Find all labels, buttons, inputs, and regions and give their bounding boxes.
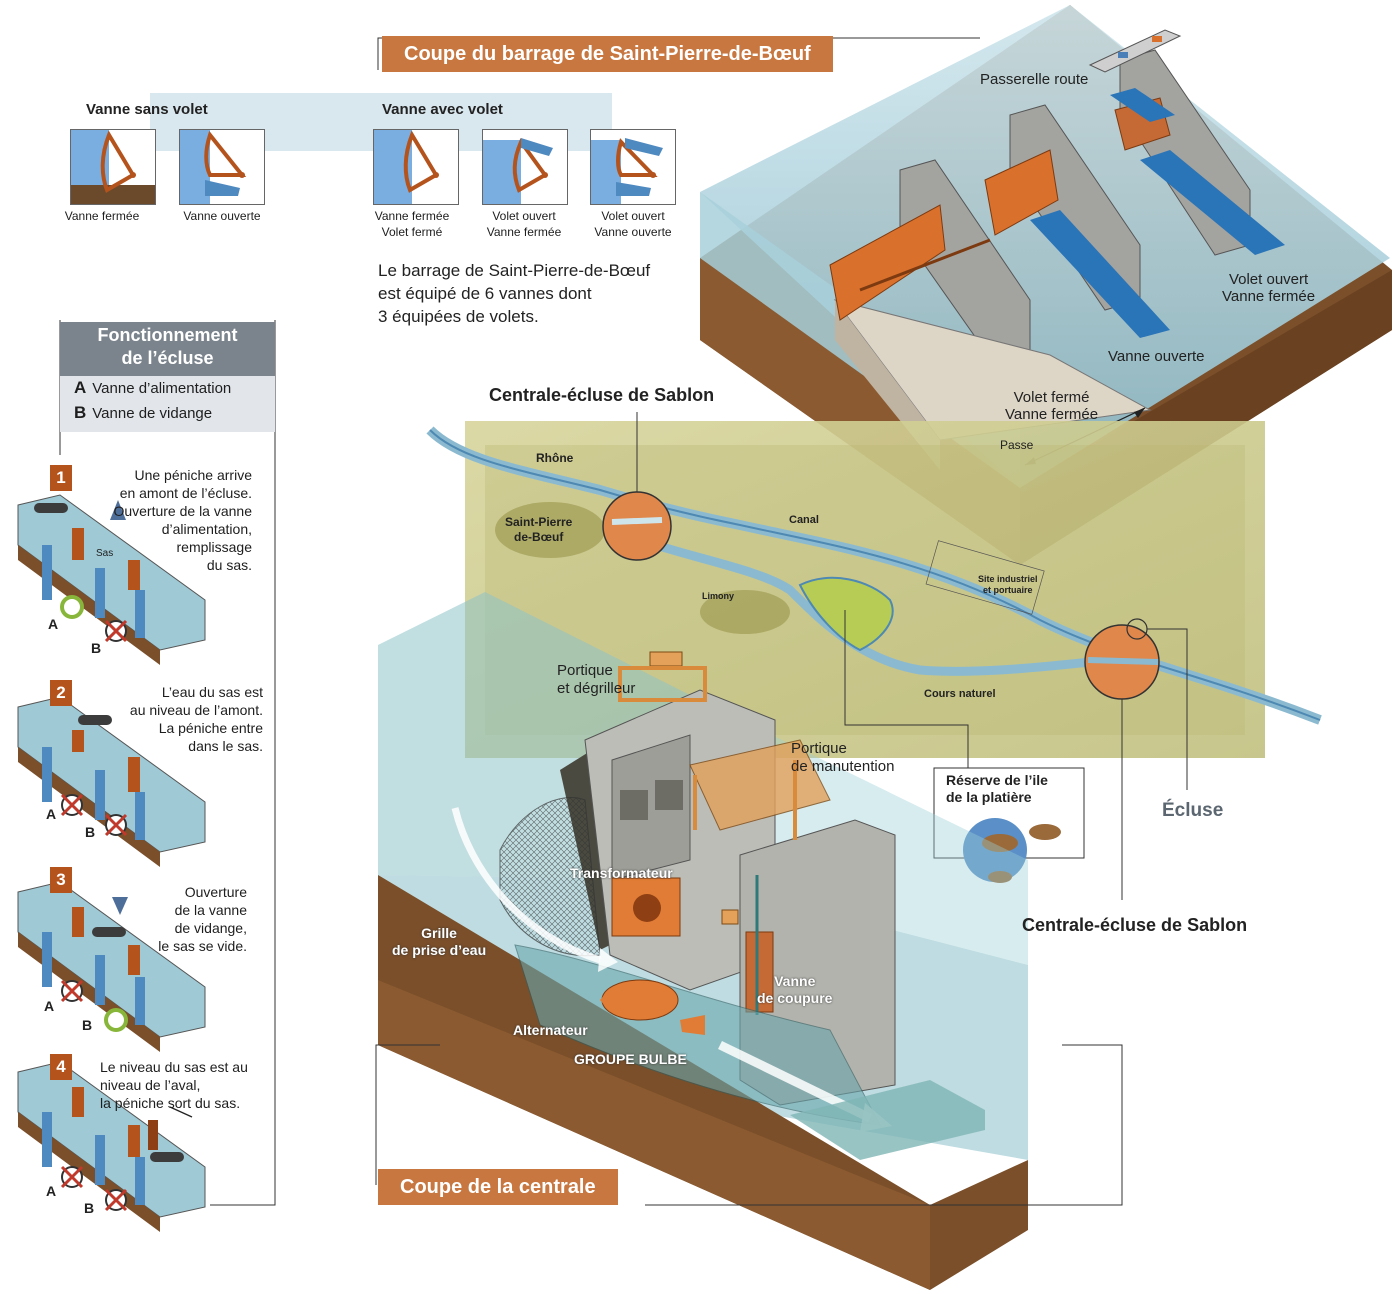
- valve-a-marker-3: A: [44, 998, 55, 1014]
- natural-course-label: Cours naturel: [924, 688, 996, 700]
- valve-a-marker-4: A: [46, 1183, 57, 1199]
- gate-flap-closed-icon: [374, 130, 439, 204]
- legend-text-b: Vanne de vidange: [92, 405, 213, 422]
- rhone-label: Rhône: [536, 451, 574, 465]
- lock-label: Écluse: [1162, 800, 1224, 821]
- step-text-1: Une péniche arrive en amont de l’écluse.…: [113, 467, 252, 573]
- open-gate-label: Vanne ouverte: [1108, 348, 1205, 365]
- valve-markers: [60, 595, 128, 1212]
- valve-a-marker-2: A: [46, 806, 57, 822]
- gate-caption-3: Vanne fermée Volet fermé: [374, 209, 450, 239]
- legend-key-a: A: [74, 378, 87, 397]
- intake-grid-label: Grille de prise d’eau: [392, 925, 487, 958]
- lock-legend: A Vanne d’alimentation B Vanne de vidange: [60, 376, 275, 432]
- gate-diagram-closed: [70, 129, 156, 205]
- step-text-3: Ouverture de la vanne de vidange, le sas…: [158, 884, 247, 954]
- legend-key-b: B: [74, 403, 87, 422]
- step-number-4: 4: [50, 1054, 72, 1080]
- gate-flap-gate-open-icon: [591, 138, 663, 204]
- gate-diagram-closed-flap-closed: [373, 129, 459, 205]
- valve-b-marker-3: B: [82, 1017, 93, 1033]
- limony-label: Limony: [702, 591, 735, 601]
- road-bridge-label: Passerelle route: [980, 71, 1089, 88]
- legend-text-a: Vanne d’alimentation: [92, 380, 232, 397]
- gantry-cleaner-label: Portique et dégrilleur: [557, 662, 636, 697]
- valve-b-marker-2: B: [85, 824, 96, 840]
- legend-row-a: A Vanne d’alimentation: [60, 376, 275, 401]
- step-text-4: Le niveau du sas est au niveau de l’aval…: [100, 1059, 248, 1111]
- gate-header-without-flap: Vanne sans volet: [86, 101, 208, 118]
- gate-caption-1: Vanne fermée: [64, 209, 140, 223]
- gate-flap-open-icon: [483, 138, 553, 204]
- dam-title: Coupe du barrage de Saint-Pierre-de-Bœuf: [382, 36, 833, 72]
- valve-a-marker-1: A: [48, 616, 59, 632]
- reserve-label: Réserve de l’ile de la platière: [946, 772, 1048, 805]
- plant-title: Coupe de la centrale: [378, 1169, 618, 1205]
- step-number-2: 2: [50, 680, 72, 706]
- gate-diagram-flap-open-gate-open: [590, 129, 676, 205]
- closed-flap-label: Volet fermé Vanne fermée: [1005, 389, 1099, 423]
- gate-caption-4: Volet ouvert Vanne fermée: [486, 209, 562, 239]
- map-title-bottom: Centrale-écluse de Sablon: [1022, 915, 1248, 935]
- legend-row-b: B Vanne de vidange: [60, 401, 275, 426]
- open-flap-label: Volet ouvert Vanne fermée: [1222, 271, 1316, 305]
- gate-diagram-open: [179, 129, 265, 205]
- bulb-group-label: GROUPE BULBE: [574, 1051, 687, 1067]
- valve-b-marker-1: B: [91, 640, 102, 656]
- step-number-3: 3: [50, 867, 72, 893]
- industrial-site-label: Site industriel et portuaire: [978, 574, 1038, 595]
- town-label: Saint-Pierre de-Bœuf: [505, 515, 573, 544]
- canal-label: Canal: [789, 514, 819, 526]
- gantry-handling-label: Portique de manutention: [791, 740, 895, 775]
- step-text-2: L’eau du sas est au niveau de l’amont. L…: [129, 684, 263, 754]
- pass-label: Passe: [1000, 438, 1034, 452]
- gate-caption-5: Volet ouvert Vanne ouverte: [594, 209, 672, 239]
- valve-b-marker-4: B: [84, 1200, 95, 1216]
- sas-label: Sas: [96, 548, 114, 559]
- lock-panel-title: Fonctionnement de l’écluse: [60, 322, 275, 378]
- gate-closed-icon: [71, 130, 155, 204]
- gate-diagram-flap-open-gate-closed: [482, 129, 568, 205]
- cutoff-gate-label: Vanne de coupure: [757, 973, 833, 1006]
- step-number-1: 1: [50, 465, 72, 491]
- gate-caption-2: Vanne ouverte: [183, 209, 261, 223]
- gate-header-with-flap: Vanne avec volet: [382, 101, 503, 118]
- plant-block: [375, 592, 1123, 1290]
- map-title-top: Centrale-écluse de Sablon: [489, 385, 715, 405]
- dam-description: Le barrage de Saint-Pierre-de-Bœuf est é…: [378, 261, 651, 326]
- gate-open-icon: [180, 130, 247, 204]
- alternator-label: Alternateur: [513, 1022, 588, 1038]
- transformer-label: Transformateur: [570, 865, 673, 881]
